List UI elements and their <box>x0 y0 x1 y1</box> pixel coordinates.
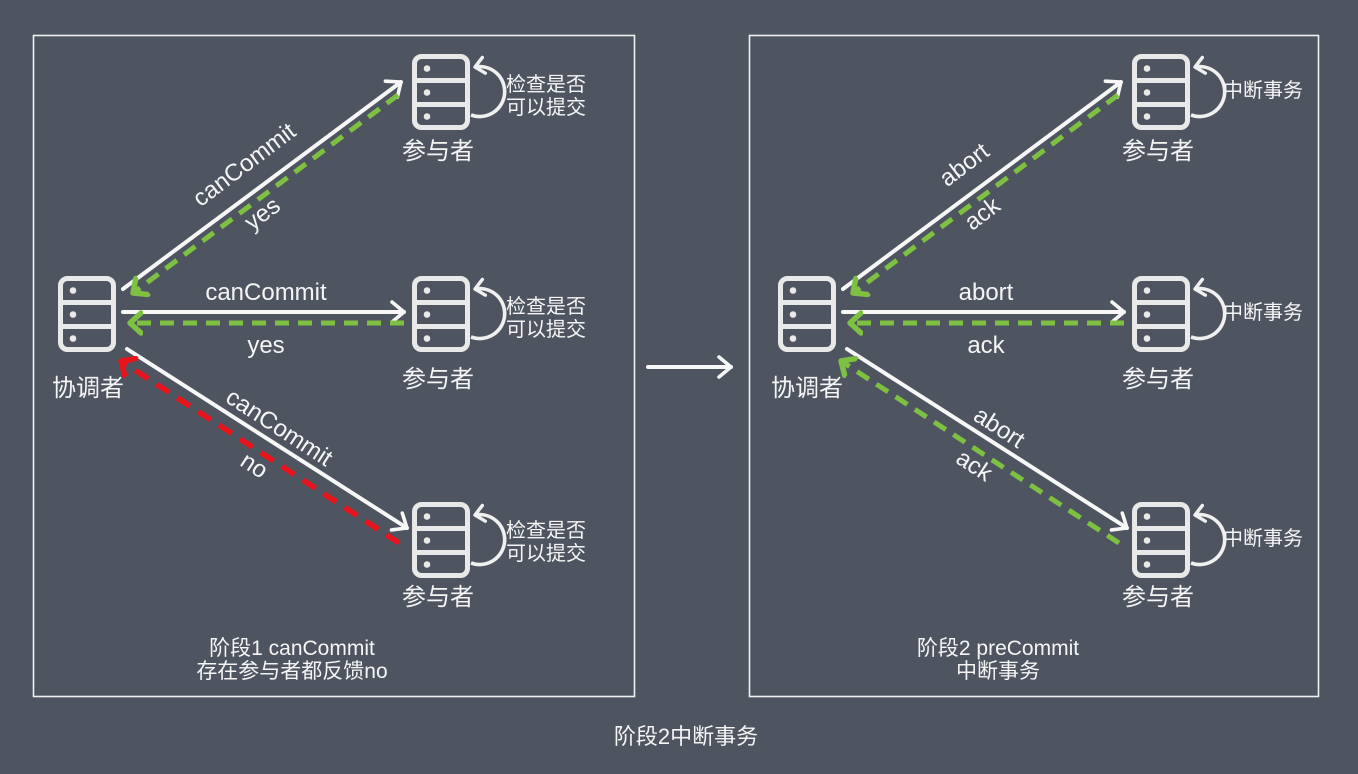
phase1-caption-line1: 阶段1 canCommit <box>209 637 375 660</box>
participant1-server-icon <box>1135 57 1188 128</box>
phase2-panel: 协调者 参与者 参与者 参与者 中断事务 中断事务 中断事务 abort ack… <box>748 34 1320 698</box>
self-loop-arrow <box>470 55 507 119</box>
self-loop-arrow <box>1190 277 1227 341</box>
response-arrow-ack <box>853 92 1120 293</box>
self-loop-arrow <box>1190 503 1227 567</box>
phase2-caption-line2: 中断事务 <box>956 660 1040 683</box>
coordinator-label: 协调者 <box>771 375 843 402</box>
response-label: ack <box>951 444 998 488</box>
request-label: canCommit <box>205 279 327 306</box>
response-label: no <box>236 447 273 484</box>
request-arrow-abort <box>841 79 1123 291</box>
participant2-action-line1: 检查是否 <box>506 295 586 318</box>
participant3-server-icon <box>415 505 468 576</box>
participant1-label: 参与者 <box>402 138 474 165</box>
request-label: canCommit <box>221 383 338 472</box>
participant1-action-label: 中断事务 <box>1223 79 1303 102</box>
response-arrow-ack <box>841 361 1121 546</box>
participant3-server-icon <box>1135 505 1188 576</box>
participant3-action-line1: 检查是否 <box>506 519 586 542</box>
self-loop-arrow <box>470 277 507 341</box>
phase1-panel-border <box>32 34 636 698</box>
phase2-panel-border <box>748 34 1320 698</box>
phase2-caption-line1: 阶段2 preCommit <box>917 637 1079 660</box>
participant2-label: 参与者 <box>402 366 474 393</box>
participant2-action-line2: 可以提交 <box>506 318 586 341</box>
participant2-label: 参与者 <box>1122 366 1194 393</box>
participant3-action-line2: 可以提交 <box>506 542 586 565</box>
response-arrow-no <box>121 361 401 546</box>
response-label: yes <box>247 332 284 359</box>
participant2-action-label: 中断事务 <box>1223 301 1303 324</box>
participant1-action-line2: 可以提交 <box>506 96 586 119</box>
coordinator-label: 协调者 <box>52 375 124 402</box>
self-loop-arrow <box>470 503 507 567</box>
participant1-server-icon <box>415 57 468 128</box>
participant3-label: 参与者 <box>402 584 474 611</box>
response-arrow-yes <box>133 92 400 293</box>
participant3-action-label: 中断事务 <box>1223 527 1303 550</box>
request-arrow-cancommit <box>121 79 403 291</box>
footer-caption: 阶段2中断事务 <box>614 724 758 749</box>
participant2-server-icon <box>1135 279 1188 350</box>
participant2-server-icon <box>415 279 468 350</box>
participant1-label: 参与者 <box>1122 138 1194 165</box>
request-arrow-cancommit <box>125 347 409 532</box>
participant1-action-line1: 检查是否 <box>506 73 586 96</box>
request-arrow-abort <box>845 347 1129 532</box>
phase1-caption-line2: 存在参与者都反馈no <box>196 660 387 683</box>
self-loop-arrow <box>1190 55 1227 119</box>
participant3-label: 参与者 <box>1122 584 1194 611</box>
coordinator-server-icon <box>781 279 834 350</box>
response-label: ack <box>967 332 1005 359</box>
request-label: abort <box>959 279 1014 306</box>
coordinator-server-icon <box>61 279 114 350</box>
phase1-panel: 协调者 参与者 参与者 参与者 检查是否 可以提交 检查是否 可以提交 检查是否… <box>32 34 636 698</box>
